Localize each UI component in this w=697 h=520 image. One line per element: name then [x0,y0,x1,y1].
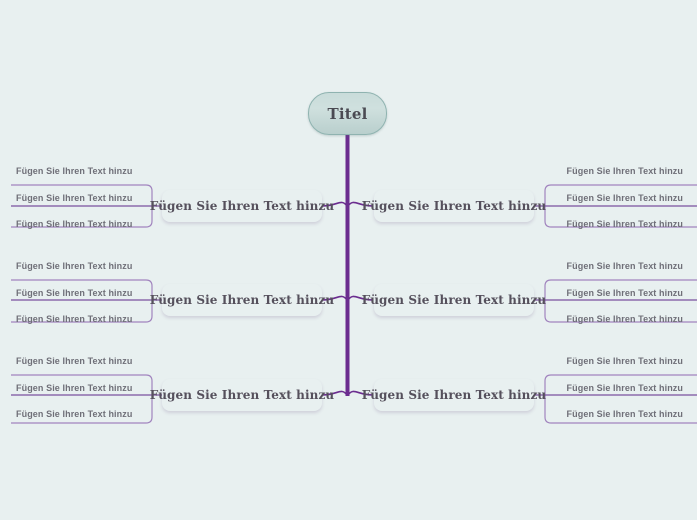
leaf-right-2-2[interactable]: Fügen Sie Ihren Text hinzu [566,288,683,298]
leaf-left-2-3[interactable]: Fügen Sie Ihren Text hinzu [16,314,133,324]
branch-node-left-2[interactable]: Fügen Sie Ihren Text hinzu [150,284,334,316]
root-node-label: Titel [327,104,368,123]
leaf-left-1-2[interactable]: Fügen Sie Ihren Text hinzu [16,193,133,203]
branch-node-right-1-label: Fügen Sie Ihren Text hinzu [361,199,547,213]
branch-node-left-2-label: Fügen Sie Ihren Text hinzu [149,293,335,307]
leaf-right-3-2[interactable]: Fügen Sie Ihren Text hinzu [566,383,683,393]
leaf-left-1-3[interactable]: Fügen Sie Ihren Text hinzu [16,219,133,229]
leaf-left-2-1[interactable]: Fügen Sie Ihren Text hinzu [16,261,133,271]
branch-node-right-3[interactable]: Fügen Sie Ihren Text hinzu [362,379,546,411]
leaf-left-3-3[interactable]: Fügen Sie Ihren Text hinzu [16,409,133,419]
branch-node-left-3-label: Fügen Sie Ihren Text hinzu [149,388,335,402]
leaf-right-2-1[interactable]: Fügen Sie Ihren Text hinzu [566,261,683,271]
branch-node-left-3[interactable]: Fügen Sie Ihren Text hinzu [150,379,334,411]
leaf-left-2-2[interactable]: Fügen Sie Ihren Text hinzu [16,288,133,298]
leaf-right-2-3[interactable]: Fügen Sie Ihren Text hinzu [566,314,683,324]
branch-node-right-2[interactable]: Fügen Sie Ihren Text hinzu [362,284,546,316]
branch-node-right-1[interactable]: Fügen Sie Ihren Text hinzu [362,190,546,222]
leaf-left-1-1[interactable]: Fügen Sie Ihren Text hinzu [16,166,133,176]
leaf-right-3-3[interactable]: Fügen Sie Ihren Text hinzu [566,409,683,419]
leaf-left-3-1[interactable]: Fügen Sie Ihren Text hinzu [16,356,133,366]
branch-node-left-1-label: Fügen Sie Ihren Text hinzu [149,199,335,213]
leaf-right-1-3[interactable]: Fügen Sie Ihren Text hinzu [566,219,683,229]
branch-node-right-2-label: Fügen Sie Ihren Text hinzu [361,293,547,307]
leaf-right-1-1[interactable]: Fügen Sie Ihren Text hinzu [566,166,683,176]
branch-node-right-3-label: Fügen Sie Ihren Text hinzu [361,388,547,402]
root-node[interactable]: Titel [308,92,387,135]
leaf-right-1-2[interactable]: Fügen Sie Ihren Text hinzu [566,193,683,203]
leaf-right-3-1[interactable]: Fügen Sie Ihren Text hinzu [566,356,683,366]
branch-node-left-1[interactable]: Fügen Sie Ihren Text hinzu [150,190,334,222]
leaf-left-3-2[interactable]: Fügen Sie Ihren Text hinzu [16,383,133,393]
